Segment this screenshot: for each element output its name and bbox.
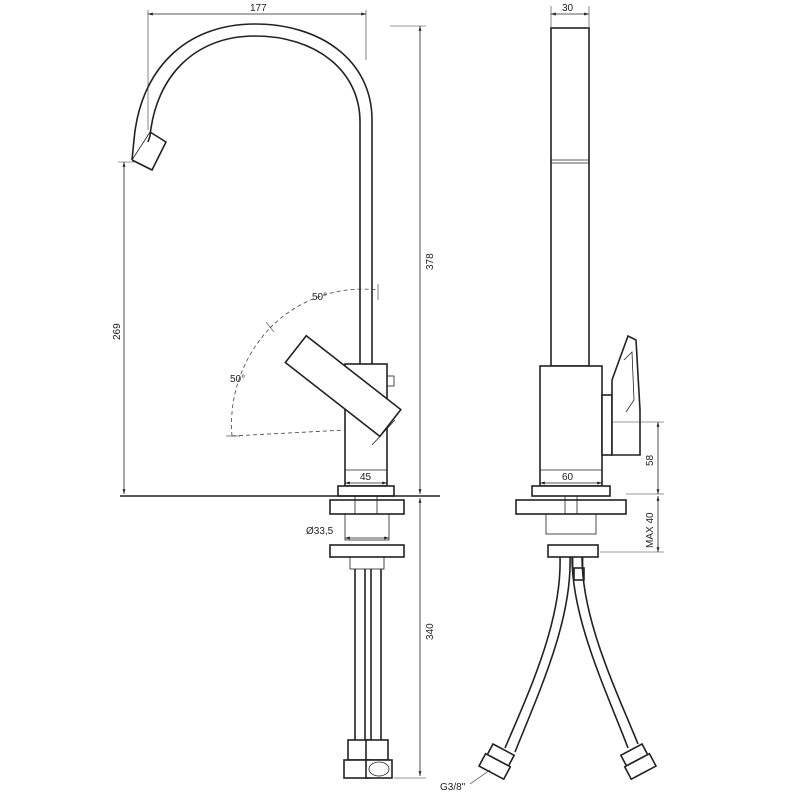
side-lever <box>611 334 641 456</box>
angle-arc-top <box>269 288 379 329</box>
dim-spout-reach: 177 <box>250 3 267 14</box>
dim-shank-diameter: Ø33,5 <box>306 526 334 537</box>
side-view: 30 60 58 MAX 40 G3/8" <box>440 3 664 793</box>
dim-hose-length: 340 <box>425 623 436 640</box>
side-tube <box>550 27 590 367</box>
dim-body-height: 58 <box>645 454 656 466</box>
front-view: 50° 50° 177 378 269 <box>112 3 440 779</box>
dim-body-width: 45 <box>360 472 372 483</box>
side-body <box>539 365 603 487</box>
spout-outer <box>131 23 373 365</box>
dim-max-deck: MAX 40 <box>645 512 656 548</box>
angle-label-top: 50° <box>312 292 327 303</box>
dim-spout-height: 269 <box>112 323 123 340</box>
angle-label-side: 50° <box>230 374 245 385</box>
spout-inner <box>147 35 361 365</box>
dim-tube-width: 30 <box>562 3 574 14</box>
lever-handle <box>284 334 402 438</box>
side-hose-left <box>504 556 561 749</box>
thread-label: G3/8" <box>440 782 466 793</box>
angle-arc-side <box>231 327 271 437</box>
side-hose-right <box>571 556 629 749</box>
dim-body-depth: 60 <box>562 472 574 483</box>
spout-nozzle <box>131 131 168 172</box>
dim-total-height: 378 <box>425 253 436 270</box>
